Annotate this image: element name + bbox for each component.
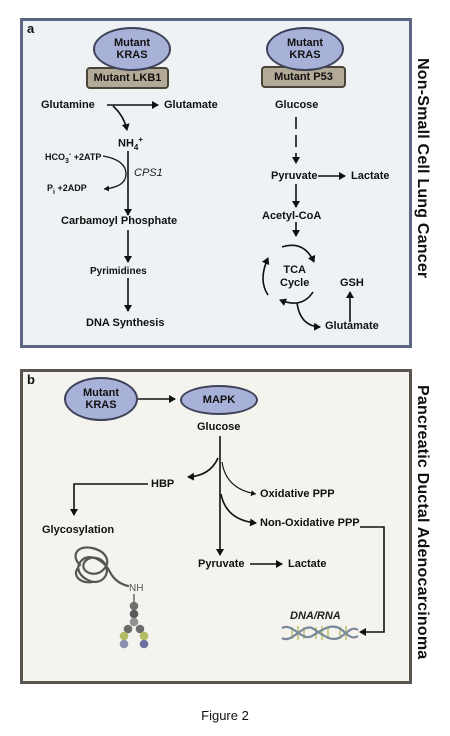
mutant-kras-b-line2: KRAS (85, 399, 117, 411)
nh-label: NH (129, 583, 143, 594)
mapk-label: MAPK (202, 394, 236, 406)
glutamine-label: Glutamine (41, 99, 95, 111)
glucose-label-b: Glucose (197, 421, 241, 433)
mutant-kras-ellipse-left: Mutant KRAS (93, 27, 171, 71)
mutant-kras-line2: KRAS (116, 49, 148, 61)
dna-synthesis-label: DNA Synthesis (86, 317, 165, 329)
tca-cycle-label: TCA Cycle (280, 264, 309, 290)
glutamate-label-bottom: Glutamate (325, 320, 379, 332)
carbamoyl-phosphate-label: Carbamoyl Phosphate (61, 215, 178, 227)
glutamate-label-top: Glutamate (164, 99, 218, 111)
mapk-ellipse: MAPK (180, 385, 258, 415)
hbp-label: HBP (151, 478, 175, 490)
oxidative-ppp-label: Oxidative PPP (260, 488, 335, 500)
panel-a-label: a (27, 21, 35, 36)
mutant-kras-ellipse-right: Mutant KRAS (266, 27, 344, 71)
figure-caption: Figure 2 (201, 708, 249, 723)
bicarbonate-label: HCO3- +2ATP (45, 151, 102, 165)
mutant-kras-ellipse-b: Mutant KRAS (64, 377, 138, 421)
panel-a-side-title: Non-Small Cell Lung Cancer (414, 58, 431, 279)
dna-rna-label: DNA/RNA (290, 610, 341, 622)
mutant-kras-right-line1: Mutant (286, 37, 324, 49)
lactate-label-b: Lactate (288, 558, 327, 570)
acetyl-coa-label: Acetyl-CoA (262, 210, 322, 222)
panel-b-label: b (27, 372, 35, 387)
glycan-chain (119, 601, 149, 649)
panel-b-side-title: Pancreatic Ductal Adenocarcinoma (414, 385, 431, 660)
tca-line1: TCA (283, 264, 306, 276)
non-oxidative-ppp-label: Non-Oxidative PPP (260, 517, 360, 529)
mutant-kras-b-line1: Mutant (82, 387, 120, 399)
phosphate-label: Pi +2ADP (47, 183, 87, 196)
glucose-label-a: Glucose (275, 99, 319, 111)
pyruvate-label-a: Pyruvate (271, 170, 318, 182)
pyruvate-label-b: Pyruvate (198, 558, 245, 570)
cps1-label: CPS1 (134, 167, 163, 179)
gsh-label: GSH (340, 277, 364, 289)
lactate-label-a: Lactate (351, 170, 390, 182)
mutant-kras-line1: Mutant (113, 37, 151, 49)
glycosylation-label: Glycosylation (42, 524, 115, 536)
ammonium-label: NH4+ (118, 135, 144, 152)
mutant-kras-right-line2: KRAS (289, 49, 321, 61)
pyrimidines-label: Pyrimidines (90, 266, 147, 277)
tca-line2: Cycle (280, 277, 310, 289)
